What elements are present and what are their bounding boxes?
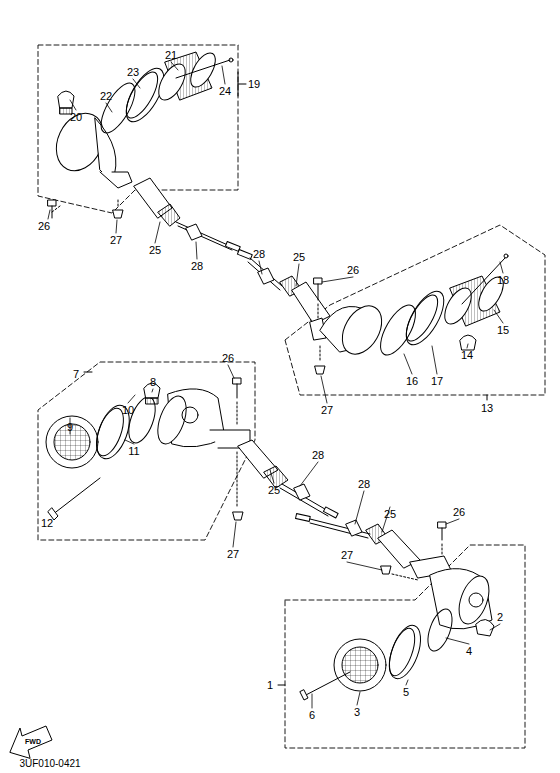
callout-number: 23: [126, 66, 140, 79]
callout-number: 26: [452, 506, 466, 519]
callout-number: 19: [247, 78, 261, 91]
callout-number: 26: [221, 352, 235, 365]
drawing-code: 3UF010-0421: [18, 758, 81, 770]
group-bracket: [84, 72, 487, 685]
callout-number: 11: [127, 445, 140, 458]
callout-number: 17: [430, 375, 444, 388]
callout-number: 9: [66, 421, 74, 434]
turn-signal-lamp: [296, 514, 495, 700]
callout-number: 2: [496, 611, 504, 624]
callout-number: 8: [149, 376, 157, 389]
callout-number: 27: [226, 548, 240, 561]
callout-number: 28: [311, 449, 325, 462]
callout-number: 6: [308, 709, 316, 722]
callout-number: 22: [99, 90, 113, 103]
callout-number: 14: [460, 349, 474, 362]
callout-number: 3: [353, 706, 361, 719]
callout-number: 28: [252, 248, 266, 261]
callout-number: 18: [496, 274, 510, 287]
forward-arrow: [10, 726, 52, 758]
callout-number: 27: [340, 549, 354, 562]
turn-signal-lamp: [47, 49, 240, 251]
callout-number: 7: [72, 368, 80, 381]
callout-number: 21: [164, 49, 178, 62]
turn-signal-lamp: [46, 378, 338, 520]
callout-number: 1: [266, 679, 274, 692]
callout-number: 12: [40, 517, 54, 530]
callout-number: 27: [320, 404, 334, 417]
group-outline: [38, 45, 545, 748]
callout-number: 10: [121, 404, 135, 417]
callout-number: 27: [109, 234, 123, 247]
callout-number: 24: [218, 85, 232, 98]
callout-number: 28: [190, 260, 204, 273]
callout-number: 25: [148, 244, 162, 257]
callout-number: 26: [346, 264, 360, 277]
callout-number: 20: [69, 111, 83, 124]
callout-number: 25: [383, 508, 397, 521]
direction-mark: FWD: [24, 737, 42, 746]
callout-number: 5: [402, 686, 410, 699]
callout-number: 15: [496, 324, 510, 337]
callout-number: 26: [37, 220, 51, 233]
callout-number: 25: [292, 251, 306, 264]
callout-number: 16: [405, 375, 419, 388]
callout-number: 4: [465, 645, 473, 658]
callout-number: 28: [357, 478, 371, 491]
callout-number: 25: [267, 484, 281, 497]
turn-signal-lamp: [237, 250, 508, 374]
callout-number: 13: [480, 402, 494, 415]
leader-line: [48, 62, 503, 708]
